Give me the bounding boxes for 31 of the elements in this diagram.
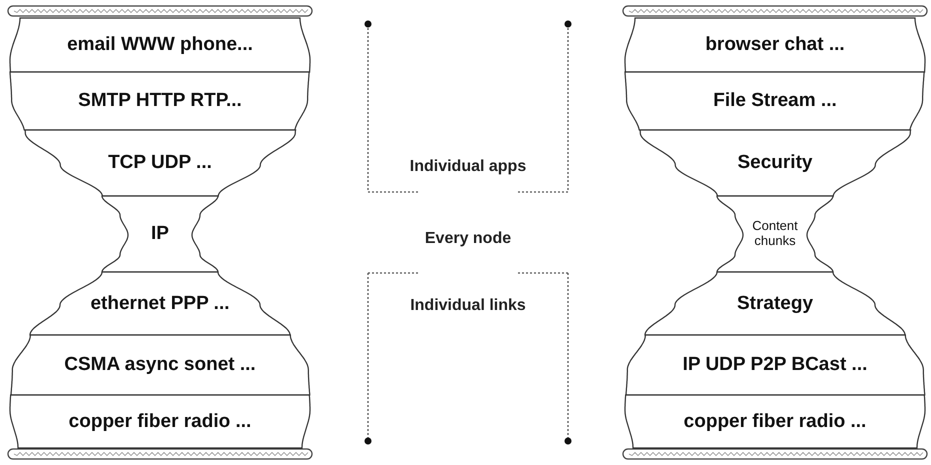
protocol-layer [645,272,905,335]
layer-label: CSMA async sonet ... [64,354,256,376]
protocol-layer [10,18,310,72]
protocol-layer [717,196,833,272]
layer-label: Every node [424,230,512,248]
layer-label: copper fiber radio ... [68,410,252,432]
layer-label: TCP UDP ... [108,152,212,174]
protocol-layer [625,18,925,72]
layer-label: IP UDP P2P BCast ... [682,354,868,376]
layer-label: Individual apps [410,158,526,176]
protocol-layer [10,395,310,448]
protocol-layer [10,72,310,130]
protocol-layer [640,130,910,196]
layer-label: copper fiber radio ... [684,410,866,432]
layer-label: File Stream ... [713,90,837,112]
layer-label: SMTP HTTP RTP... [78,90,242,112]
protocol-layer [24,130,296,196]
layer-label: Content chunks [751,219,799,249]
layer-label: Individual links [410,297,526,315]
layer-label: Strategy [736,292,814,314]
protocol-layer [625,72,925,130]
layer-label: ethernet PPP ... [90,292,230,314]
protocol-layer [626,335,924,395]
protocol-layer [102,196,218,272]
protocol-layer [10,335,310,395]
protocol-layer [30,272,290,335]
layer-label: IP [151,223,169,245]
layer-label: email WWW phone... [67,34,253,56]
protocol-layer [625,395,925,448]
layer-label: browser chat ... [705,34,845,56]
layer-label: Security [738,152,812,174]
